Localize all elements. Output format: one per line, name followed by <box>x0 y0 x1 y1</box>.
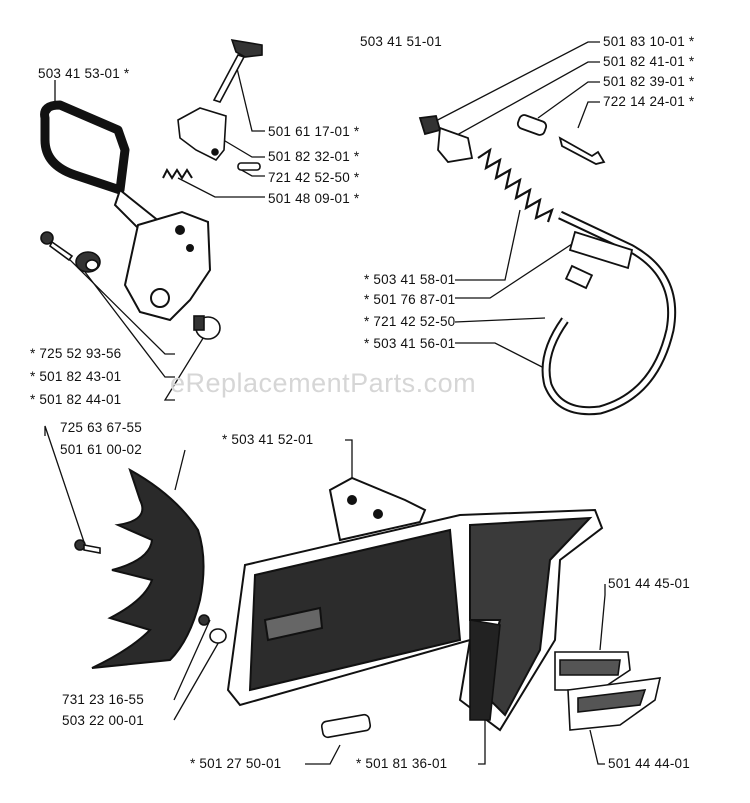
chain-guide-plate-lower <box>567 677 662 731</box>
leader-line <box>345 439 353 480</box>
sleeve <box>75 251 101 273</box>
leader-line <box>84 271 175 378</box>
small-spring <box>162 167 193 180</box>
bushing <box>516 114 548 136</box>
pivot-screw <box>193 315 221 340</box>
callout-label: * 503 41 52-01 <box>222 432 314 447</box>
spike-screw <box>74 539 101 554</box>
leader-line <box>174 449 186 491</box>
callout-label: * 501 82 43-01 <box>30 369 122 384</box>
leader-line <box>173 619 211 701</box>
leader-line <box>577 101 600 129</box>
callout-label: * 503 41 56-01 <box>364 336 456 351</box>
callout-label: 501 61 17-01 * <box>268 124 360 139</box>
leader-line <box>599 584 606 651</box>
callout-label: 501 82 32-01 * <box>268 149 360 164</box>
chain-guide-plate-upper <box>554 651 631 691</box>
callout-label: 503 41 53-01 * <box>38 66 130 81</box>
leader-line <box>163 334 206 401</box>
key <box>320 713 372 739</box>
callout-label: * 725 52 93-56 <box>30 346 122 361</box>
callout-label: * 501 27 50-01 <box>190 756 282 771</box>
callout-label: 501 83 10-01 * <box>603 34 695 49</box>
bumper-spike <box>91 467 205 669</box>
screw-small <box>40 231 74 262</box>
callout-label: * 503 41 58-01 <box>364 272 456 287</box>
leader-line <box>455 239 579 299</box>
assembly-number: 503 41 51-01 <box>360 34 442 49</box>
callout-label: * 501 76 87-01 <box>364 292 456 307</box>
callout-label: 731 23 16-55 <box>62 692 144 707</box>
leader-line <box>455 209 521 281</box>
callout-label: * 501 81 36-01 <box>356 756 448 771</box>
callout-label: * 501 82 44-01 <box>30 392 122 407</box>
washer-nut <box>198 614 227 644</box>
leader-line <box>447 61 600 141</box>
callout-label: 501 82 41-01 * <box>603 54 695 69</box>
band-link <box>564 230 634 290</box>
leader-line <box>214 134 265 158</box>
callout-label: 501 61 00-02 <box>60 442 142 457</box>
guide-strip <box>469 619 501 721</box>
callout-label: 501 82 39-01 * <box>603 74 695 89</box>
pin <box>237 162 261 171</box>
leader-line <box>177 177 265 198</box>
leader-line <box>537 81 600 119</box>
brake-handle <box>40 100 212 322</box>
bolt <box>558 136 606 165</box>
callout-label: 501 44 45-01 <box>608 576 690 591</box>
latch-plate <box>177 107 227 162</box>
brake-band <box>541 210 677 416</box>
leader-line <box>455 342 549 371</box>
callout-label: 503 22 00-01 <box>62 713 144 728</box>
leader-line <box>44 425 86 546</box>
leader-line <box>234 59 265 132</box>
callout-label: 721 42 52-50 * <box>268 170 360 185</box>
callout-label: 501 44 44-01 <box>608 756 690 771</box>
clutch-cover <box>226 476 604 732</box>
callout-label: 722 14 24-01 * <box>603 94 695 109</box>
leader-line <box>454 317 546 323</box>
callout-label: * 721 42 52-50 <box>364 314 456 329</box>
callout-label: 725 63 67-55 <box>60 420 142 435</box>
watermark: eReplacementParts.com <box>170 368 477 398</box>
leader-line <box>427 41 600 126</box>
leader-line <box>173 639 221 721</box>
spring-rod <box>418 115 474 163</box>
callout-label: 501 48 09-01 * <box>268 191 360 206</box>
brake-spring <box>477 147 554 223</box>
leader-line <box>478 720 486 765</box>
leader-line <box>589 729 605 765</box>
knob-screw <box>212 38 263 103</box>
leader-line <box>305 744 341 765</box>
